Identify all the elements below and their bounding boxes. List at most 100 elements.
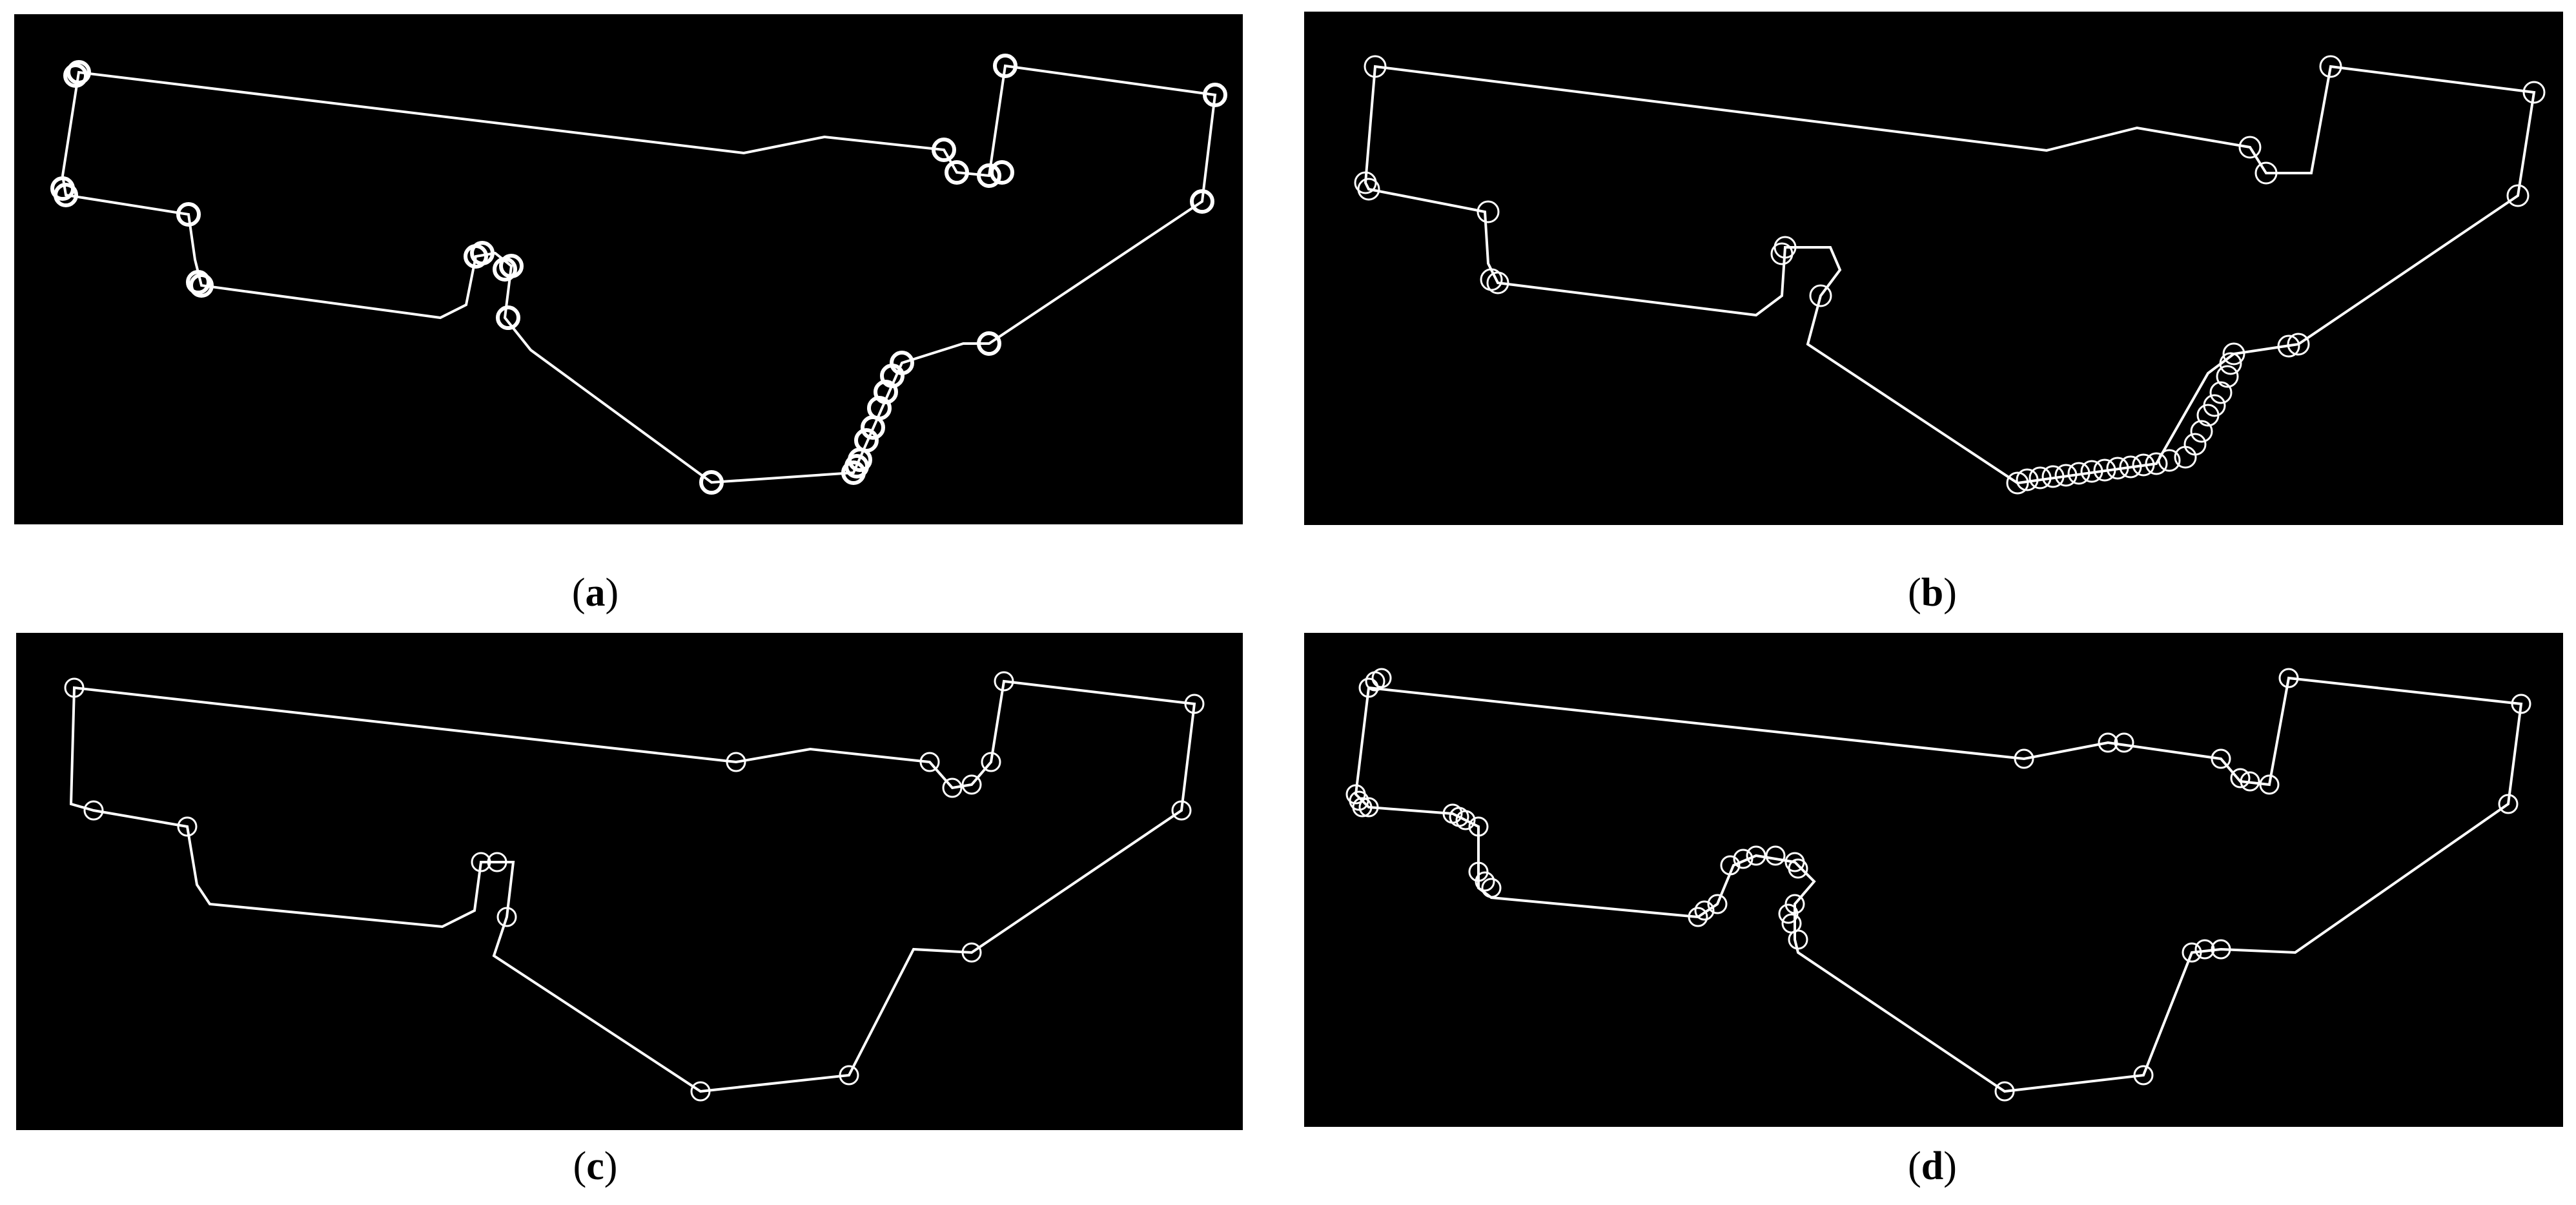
waypoint-marker (487, 852, 507, 872)
waypoint-marker (189, 273, 214, 298)
waypoint-marker (2209, 381, 2233, 404)
marker-group (64, 671, 1205, 1102)
waypoint-marker (2259, 774, 2280, 795)
waypoint-marker (2014, 748, 2034, 769)
waypoint-marker (1809, 284, 1832, 307)
waypoint-marker (2196, 404, 2220, 427)
waypoint-marker (981, 752, 1001, 772)
waypoint-marker (1358, 797, 1379, 818)
waypoint-marker (2006, 471, 2029, 495)
panel-d (1304, 633, 2563, 1127)
route-line (61, 64, 1217, 484)
waypoint-marker (1788, 929, 1808, 950)
route-line (1364, 65, 2536, 485)
waypoint-marker (1694, 900, 1715, 921)
waypoint-marker (2041, 465, 2065, 488)
waypoint-marker (890, 351, 914, 375)
waypoint-marker (1688, 907, 1708, 927)
waypoint-marker (1720, 855, 1741, 876)
waypoint-marker (2219, 352, 2242, 375)
waypoint-marker (854, 428, 879, 453)
waypoint-marker (699, 470, 724, 495)
waypoint-marker (2114, 732, 2134, 753)
panel-c-diagram (64, 671, 1205, 1102)
waypoint-marker (2158, 449, 2181, 472)
caption-c: (c) (573, 1144, 618, 1188)
waypoint-marker (2145, 452, 2168, 475)
waypoint-marker (2133, 1065, 2154, 1086)
waypoint-marker (2254, 161, 2278, 185)
panel-a-diagram (50, 54, 1227, 495)
marker-group (1354, 55, 2546, 495)
waypoint-marker (2238, 136, 2262, 159)
waypoint-marker (470, 241, 495, 265)
waypoint-marker (2278, 668, 2299, 688)
waypoint-marker (1765, 845, 1786, 866)
waypoint-marker (2319, 55, 2342, 78)
waypoint-marker (2511, 694, 2531, 714)
waypoint-marker (176, 202, 201, 227)
waypoint-marker (961, 774, 982, 795)
waypoint-marker (961, 942, 982, 963)
waypoint-marker (2067, 462, 2090, 485)
waypoint-marker (2190, 420, 2213, 443)
panel-b (1304, 12, 2563, 525)
waypoint-marker (990, 160, 1014, 185)
waypoint-marker (2211, 748, 2231, 769)
waypoint-marker (977, 163, 1001, 188)
waypoint-marker (1481, 878, 1502, 898)
waypoint-marker (1455, 810, 1476, 830)
waypoint-marker (1707, 894, 1728, 914)
waypoint-marker (1475, 871, 1495, 892)
waypoint-marker (1746, 845, 1766, 866)
waypoint-marker (1477, 200, 1500, 223)
waypoint-marker (945, 160, 969, 185)
route-line (69, 679, 1196, 1093)
waypoint-marker (1371, 668, 1392, 688)
waypoint-marker (2080, 460, 2103, 483)
route-line (1354, 676, 2523, 1093)
waypoint-marker (1358, 677, 1379, 698)
caption-b: (b) (1908, 571, 1957, 615)
waypoint-marker (919, 752, 940, 772)
waypoint-marker (1788, 858, 1808, 879)
waypoint-marker (839, 1065, 859, 1086)
waypoint-marker (2182, 942, 2202, 963)
waypoint-marker (2054, 464, 2078, 487)
waypoint-marker (1994, 1081, 2015, 1102)
waypoint-marker (496, 907, 517, 927)
waypoint-marker (1784, 894, 1805, 914)
waypoint-marker (993, 54, 1017, 78)
waypoint-marker (64, 677, 85, 698)
waypoint-marker (690, 1081, 711, 1102)
waypoint-marker (50, 176, 75, 201)
waypoint-marker (177, 816, 198, 837)
waypoint-marker (2522, 81, 2546, 104)
waypoint-marker (2106, 457, 2129, 480)
waypoint-marker (471, 852, 491, 872)
waypoint-marker (2211, 939, 2231, 960)
waypoint-marker (2506, 184, 2530, 207)
waypoint-marker (2240, 771, 2260, 792)
waypoint-marker (2222, 342, 2245, 366)
waypoint-marker (1184, 694, 1205, 714)
waypoint-marker (2194, 939, 2215, 960)
waypoint-marker (726, 752, 746, 772)
waypoint-marker (1190, 189, 1214, 214)
waypoint-marker (1770, 242, 1794, 265)
waypoint-marker (1480, 268, 1503, 291)
waypoint-marker (1468, 816, 1489, 837)
waypoint-marker (2498, 794, 2519, 814)
panel-c (16, 633, 1243, 1130)
waypoint-marker (2098, 732, 2118, 753)
waypoint-marker (2174, 446, 2197, 469)
waypoint-marker (2277, 335, 2300, 358)
waypoint-marker (1354, 171, 1377, 194)
waypoint-marker (1171, 800, 1192, 821)
caption-b-label: b (1921, 571, 1944, 615)
waypoint-marker (493, 257, 517, 282)
waypoint-marker (2119, 455, 2142, 479)
waypoint-marker (63, 63, 88, 88)
waypoint-marker (1468, 861, 1489, 882)
waypoint-marker (1364, 55, 1387, 78)
